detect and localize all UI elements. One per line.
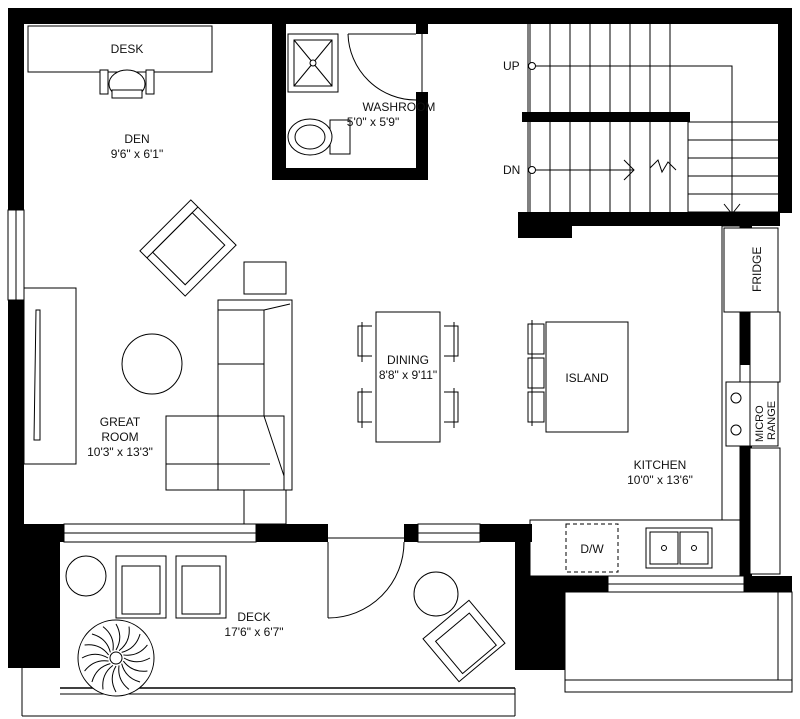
washroom-door[interactable]	[347, 33, 423, 101]
island-stools	[527, 320, 545, 426]
kitchen-label: KITCHEN	[634, 458, 687, 472]
desk-chair	[99, 69, 155, 99]
planter-leaf	[121, 663, 141, 683]
planter-leaf	[102, 664, 114, 690]
planter-leaf	[91, 633, 111, 653]
planter-leaf	[118, 626, 130, 652]
planter-leaf	[81, 653, 109, 659]
side-table-lower	[243, 489, 287, 525]
dining-size: 8'8" x 9'11"	[379, 368, 437, 382]
deck-side-table-right	[413, 571, 459, 617]
dining-label: DINING	[387, 353, 429, 367]
armchair-great-room	[139, 199, 237, 297]
staircase	[518, 24, 780, 238]
island	[545, 321, 629, 433]
fridge-label: FRIDGE	[750, 247, 764, 292]
planter-leaf	[84, 660, 109, 672]
planter-leaf	[102, 626, 114, 651]
planter-leaf	[118, 665, 130, 690]
great-room-label-1: GREAT	[100, 415, 141, 429]
dining-table	[375, 311, 441, 443]
deck-door[interactable]	[327, 537, 405, 619]
washroom-label: WASHROOM	[363, 100, 436, 114]
island-label: ISLAND	[565, 371, 609, 385]
desk-label: DESK	[111, 42, 144, 56]
planter	[77, 619, 155, 697]
micro-label-2: RANGE	[766, 401, 778, 440]
planter-leaf	[84, 644, 110, 656]
den-size: 9'6" x 6'1"	[111, 147, 163, 161]
washroom-size: 5'0" x 5'9"	[347, 115, 399, 129]
planter-leaf	[123, 657, 151, 663]
south-wall	[24, 524, 532, 542]
micro-label-1: MICRO	[754, 405, 766, 442]
wall-cabinet-lower	[749, 447, 781, 575]
deck-label: DECK	[237, 610, 270, 624]
planter-leaf	[115, 623, 121, 651]
deck-chairs	[115, 555, 227, 619]
kitchen-sink	[645, 527, 713, 569]
coffee-table	[121, 333, 183, 395]
planter-leaf	[111, 665, 117, 693]
dining-chairs	[357, 322, 459, 428]
stair-up-label: UP	[503, 59, 520, 73]
dishwasher	[565, 519, 619, 573]
media-console	[23, 287, 77, 465]
shower-stall	[287, 33, 339, 93]
stair-down-label: DN	[503, 163, 520, 177]
great-room-label-2: ROOM	[101, 430, 138, 444]
sectional-sofa	[165, 299, 293, 491]
micro-range	[725, 381, 779, 447]
side-table	[243, 261, 287, 295]
planter-leaf	[91, 663, 111, 683]
deck-side-table-left	[65, 555, 107, 597]
den-label: DEN	[124, 132, 149, 146]
planter-leaf	[123, 644, 148, 656]
kitchen-size: 10'0" x 13'6"	[627, 473, 693, 487]
lower-landing	[564, 591, 793, 693]
deck-size: 17'6" x 6'7"	[224, 625, 283, 639]
wall-cabinet-upper	[749, 311, 781, 383]
dishwasher-label: D/W	[580, 542, 604, 556]
desk	[27, 25, 213, 73]
south-windows	[63, 523, 745, 593]
washroom-walls	[272, 8, 428, 180]
planter-leaf	[121, 633, 141, 653]
toilet	[287, 118, 351, 156]
planter-leaf	[122, 660, 148, 672]
left-window	[7, 209, 25, 301]
great-room-size: 10'3" x 13'3"	[87, 445, 153, 459]
deck-lounge-chair	[422, 599, 506, 683]
